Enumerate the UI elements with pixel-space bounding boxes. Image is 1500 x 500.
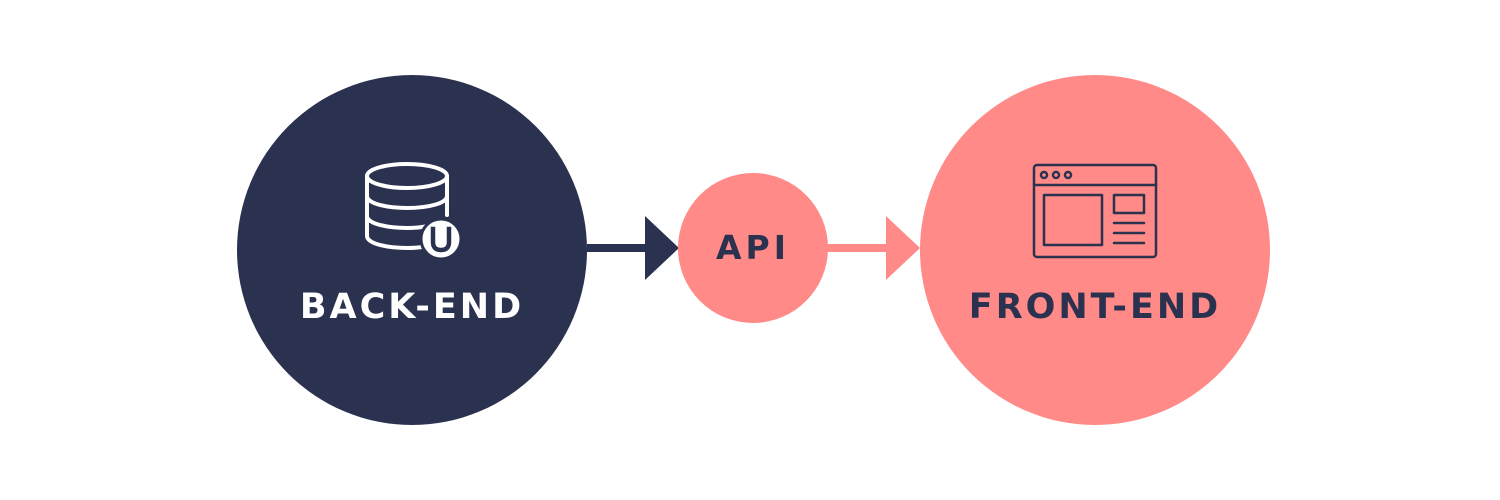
arrow-right-icon (828, 216, 920, 280)
backend-label: BACK-END (299, 287, 525, 327)
backend-node: BACK-END (237, 75, 587, 425)
api-label: API (715, 228, 790, 267)
arrow-right-icon (587, 216, 679, 280)
database-icon (365, 162, 462, 260)
frontend-node: FRONT-END (920, 75, 1270, 425)
frontend-label: FRONT-END (968, 287, 1222, 327)
browser-window-icon (1032, 163, 1158, 259)
api-node: API (678, 173, 828, 323)
